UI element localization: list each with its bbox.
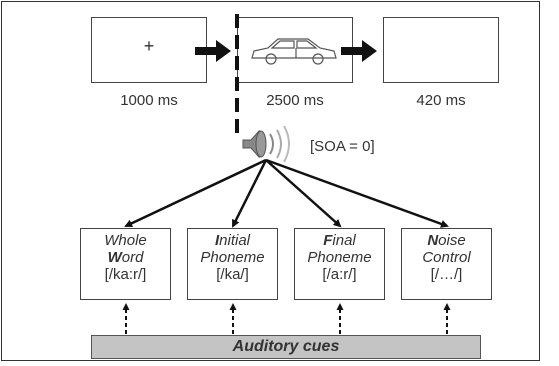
- cue-transcription: [/ka/]: [216, 266, 249, 283]
- blank-screen: [383, 17, 499, 83]
- cue-line2: Phoneme: [307, 249, 372, 266]
- fixation-screen: +: [91, 17, 207, 83]
- cue-line1: nitial: [219, 232, 251, 249]
- cue-line1: oise: [438, 232, 466, 249]
- cue-line2: Phoneme: [200, 249, 265, 266]
- cue-line1: inal: [332, 232, 356, 249]
- arrow-right-icon: [195, 40, 231, 62]
- arrow-to-noise-control: [265, 158, 449, 228]
- cue-line2: ord: [121, 249, 144, 266]
- car-icon: [251, 38, 337, 65]
- arrow-right-icon: [341, 40, 377, 62]
- cue-box-whole-word: Whole Word [/ka:r/]: [80, 228, 171, 300]
- arrow-to-whole-word: [124, 158, 267, 228]
- cue-initial: N: [427, 232, 439, 249]
- cue-initial: W: [107, 249, 122, 266]
- cue-transcription: [/…/]: [430, 266, 463, 283]
- fixation-cross: +: [143, 36, 155, 56]
- duration-fixation: 1000 ms: [120, 92, 178, 109]
- arrow-to-final-phoneme: [265, 159, 342, 228]
- cue-line1: Whole: [104, 232, 147, 249]
- speaker-icon: [242, 125, 290, 163]
- cue-box-initial-phoneme: Initial Phoneme [/ka/]: [187, 228, 278, 300]
- cue-transcription: [/ka:r/]: [104, 266, 147, 283]
- arrow-to-initial-phoneme: [231, 159, 268, 228]
- cue-box-final-phoneme: Final Phoneme [/a:r/]: [294, 228, 385, 300]
- auditory-cues-band: Auditory cues: [91, 335, 481, 359]
- cue-box-noise-control: Noise Control [/…/]: [401, 228, 492, 300]
- duration-blank: 420 ms: [416, 92, 466, 109]
- cue-line2: Control: [422, 249, 471, 266]
- cue-transcription: [/a:r/]: [322, 266, 357, 283]
- cue-initial: I: [214, 232, 220, 249]
- duration-picture: 2500 ms: [266, 92, 324, 109]
- cue-initial: F: [323, 232, 333, 249]
- soa-label: [SOA = 0]: [310, 138, 375, 155]
